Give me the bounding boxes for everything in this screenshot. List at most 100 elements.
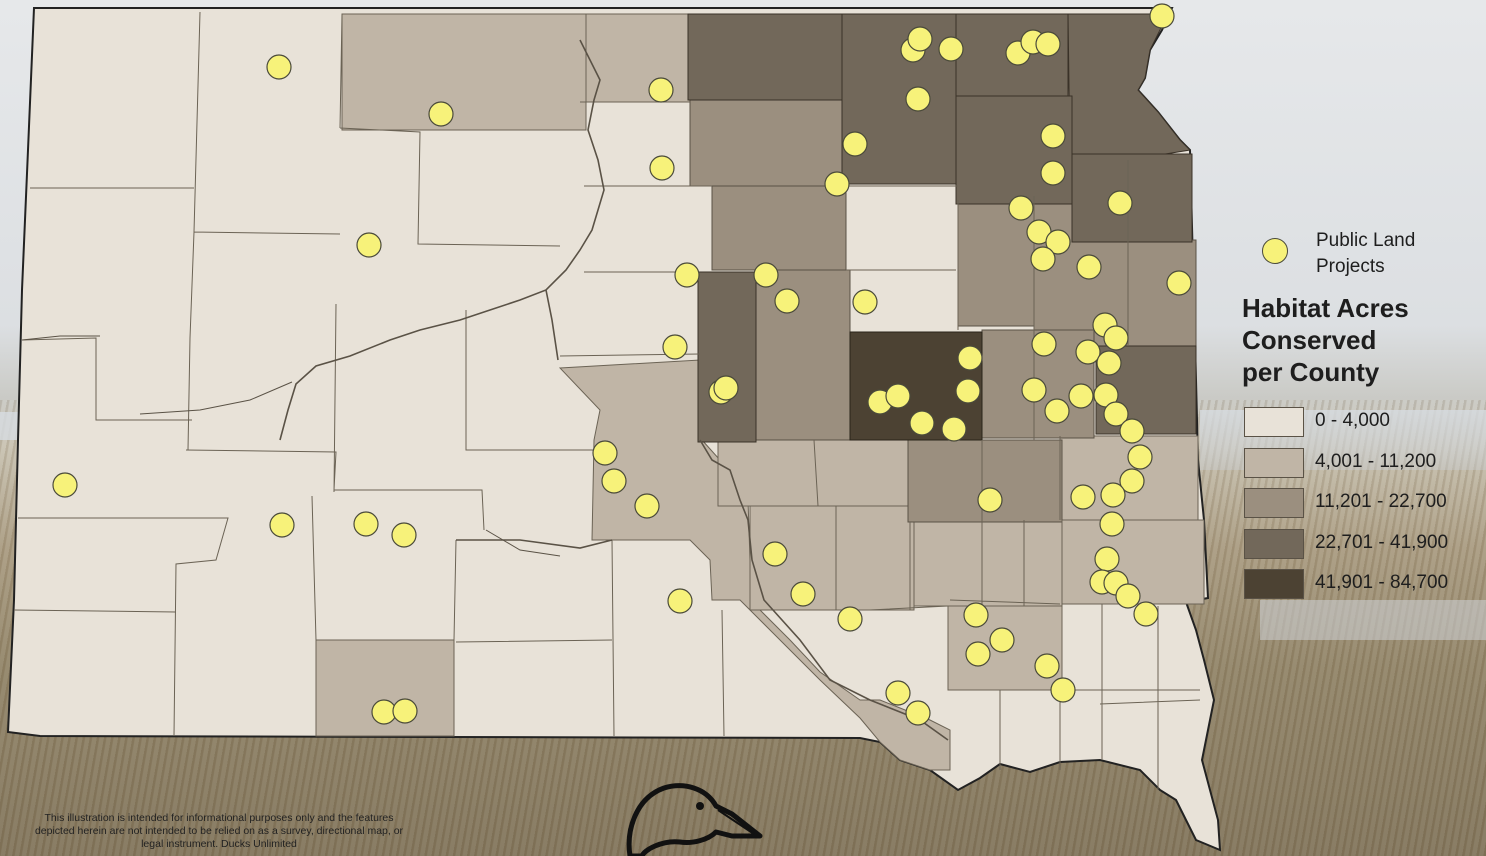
public-land-point[interactable]	[1030, 246, 1056, 272]
public-land-point[interactable]	[1044, 398, 1070, 424]
county-shade	[689, 99, 843, 187]
public-land-point[interactable]	[1119, 418, 1145, 444]
public-land-points	[52, 3, 1192, 726]
public-land-point[interactable]	[592, 440, 618, 466]
public-land-point[interactable]	[1076, 254, 1102, 280]
public-land-point[interactable]	[965, 641, 991, 667]
public-land-point[interactable]	[392, 698, 418, 724]
legend-swatch	[1244, 569, 1304, 599]
duck-head-logo-icon	[626, 783, 763, 856]
legend-swatch	[1244, 488, 1304, 518]
public-land-point[interactable]	[1099, 511, 1125, 537]
public-land-point[interactable]	[601, 468, 627, 494]
county-shade	[841, 13, 957, 185]
public-land-point[interactable]	[1133, 601, 1159, 627]
public-land-point[interactable]	[1096, 350, 1122, 376]
public-land-point[interactable]	[1119, 468, 1145, 494]
legend-title: Habitat Acres Conserved per County	[1242, 293, 1409, 387]
county-shade	[755, 269, 851, 441]
public-land-point[interactable]	[1070, 484, 1096, 510]
river	[21, 335, 561, 557]
public-land-point[interactable]	[957, 345, 983, 371]
public-land-point[interactable]	[1031, 331, 1057, 357]
public-land-point[interactable]	[790, 581, 816, 607]
public-land-point[interactable]	[1115, 583, 1141, 609]
public-land-point[interactable]	[852, 289, 878, 315]
public-land-point[interactable]	[1166, 270, 1192, 296]
legend-swatch	[1244, 407, 1304, 437]
public-land-point[interactable]	[1021, 377, 1047, 403]
public-land-legend-label: Public Land Projects	[1316, 230, 1416, 277]
public-land-point[interactable]	[266, 54, 292, 80]
public-land-point[interactable]	[905, 86, 931, 112]
public-land-point[interactable]	[662, 334, 688, 360]
public-land-point[interactable]	[885, 383, 911, 409]
public-land-point[interactable]	[269, 512, 295, 538]
legend-class-label: 0 - 4,000	[1315, 410, 1390, 431]
public-land-point[interactable]	[371, 699, 397, 725]
public-land-point[interactable]	[353, 511, 379, 537]
public-land-point[interactable]	[907, 26, 933, 52]
public-land-point[interactable]	[667, 588, 693, 614]
public-land-point[interactable]	[1008, 195, 1034, 221]
county-shade	[697, 271, 757, 443]
public-land-point[interactable]	[1040, 160, 1066, 186]
county-line	[13, 11, 725, 737]
public-land-point[interactable]	[1050, 677, 1076, 703]
county-shade	[913, 519, 1063, 607]
county-shade	[585, 13, 691, 103]
public-land-point[interactable]	[1040, 123, 1066, 149]
public-land-point[interactable]	[1035, 31, 1061, 57]
public-land-point[interactable]	[1075, 339, 1101, 365]
public-land-point[interactable]	[762, 541, 788, 567]
public-land-point[interactable]	[824, 171, 850, 197]
public-land-point[interactable]	[905, 700, 931, 726]
public-land-point[interactable]	[938, 36, 964, 62]
public-land-point[interactable]	[1100, 482, 1126, 508]
public-land-point[interactable]	[1127, 444, 1153, 470]
public-land-point[interactable]	[1149, 3, 1175, 29]
public-land-point[interactable]	[909, 410, 935, 436]
legend-swatch	[1244, 529, 1304, 559]
public-land-point[interactable]	[885, 680, 911, 706]
public-land-point[interactable]	[963, 602, 989, 628]
public-land-point[interactable]	[1103, 401, 1129, 427]
public-land-point[interactable]	[52, 472, 78, 498]
county-shade	[711, 185, 847, 271]
disclaimer-text: This illustration is intended for inform…	[34, 812, 404, 850]
public-land-point[interactable]	[977, 487, 1003, 513]
public-land-point[interactable]	[391, 522, 417, 548]
legend-class-label: 4,001 - 11,200	[1315, 451, 1437, 472]
legend-swatch	[1244, 448, 1304, 478]
public-land-point[interactable]	[774, 288, 800, 314]
public-land-point[interactable]	[1068, 383, 1094, 409]
county-shade	[1071, 153, 1193, 243]
county-shade	[955, 95, 1073, 205]
public-land-point[interactable]	[356, 232, 382, 258]
public-land-point[interactable]	[1103, 325, 1129, 351]
public-land-point[interactable]	[649, 155, 675, 181]
public-land-point[interactable]	[1094, 546, 1120, 572]
public-land-point[interactable]	[674, 262, 700, 288]
public-land-point[interactable]	[634, 493, 660, 519]
public-land-point[interactable]	[842, 131, 868, 157]
legend-class-label: 11,201 - 22,700	[1315, 491, 1447, 512]
public-land-point[interactable]	[753, 262, 779, 288]
public-land-point[interactable]	[955, 378, 981, 404]
public-land-point[interactable]	[1045, 229, 1071, 255]
public-land-point[interactable]	[941, 416, 967, 442]
public-land-point[interactable]	[428, 101, 454, 127]
county-shade	[341, 13, 587, 131]
legend-class-label: 41,901 - 84,700	[1315, 572, 1449, 593]
county-shade	[687, 13, 843, 101]
public-land-legend-symbol	[1262, 238, 1288, 264]
public-land-point[interactable]	[1107, 190, 1133, 216]
water-reflection	[1260, 600, 1486, 640]
county-shade	[1067, 13, 1192, 161]
public-land-point[interactable]	[648, 77, 674, 103]
public-land-point[interactable]	[1034, 653, 1060, 679]
public-land-point[interactable]	[713, 375, 739, 401]
public-land-point[interactable]	[989, 627, 1015, 653]
public-land-point[interactable]	[837, 606, 863, 632]
